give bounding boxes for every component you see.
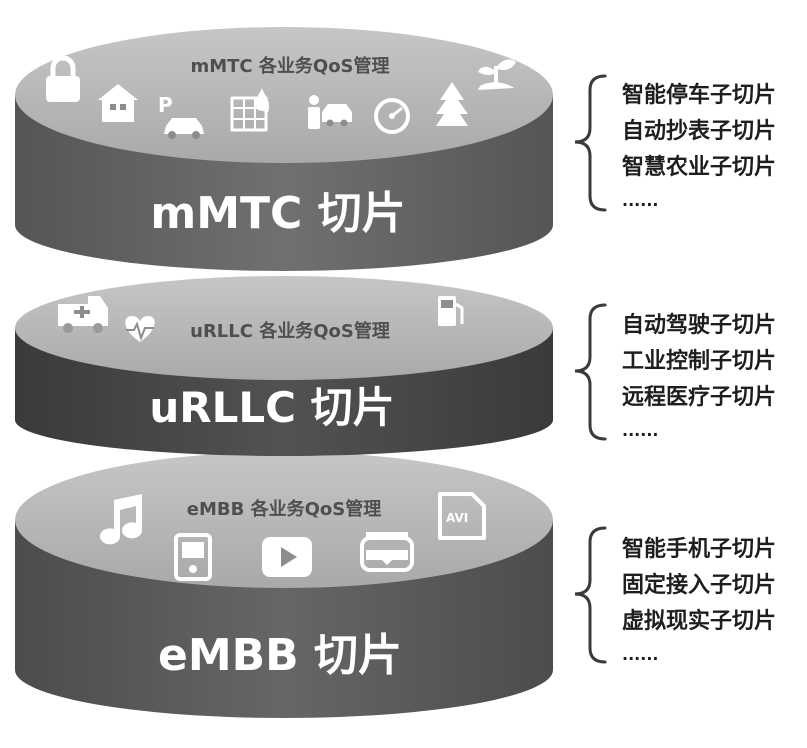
fuel-pump-icon [438, 296, 464, 326]
urllc-sub-slice-list: 自动驾驶子切片 工业控制子切片 远程医疗子切片 ...... [622, 312, 776, 440]
list-item: 虚拟现实子切片 [622, 608, 776, 634]
vr-headset-icon [360, 532, 414, 572]
mmtc-sub-slice-list: 智能停车子切片 自动抄表子切片 智慧农业子切片 ...... [622, 82, 776, 210]
embb-brace [574, 526, 607, 664]
music-note-icon [100, 494, 143, 545]
house-icon [98, 84, 138, 122]
list-item: 自动驾驶子切片 [622, 312, 776, 338]
building-fire-icon [230, 88, 270, 132]
lock-icon [46, 55, 80, 102]
urllc-layer: uRLLC 各业务QoS管理 uRLLC 切片 [15, 276, 553, 456]
svg-text:P: P [158, 93, 173, 117]
embb-sub-slice-list: 智能手机子切片 固定接入子切片 虚拟现实子切片 ...... [622, 536, 776, 664]
urllc-qos-label: uRLLC 各业务QoS管理 [190, 320, 390, 342]
list-item: 自动抄表子切片 [622, 118, 776, 144]
sprout-icon [478, 59, 516, 90]
list-item: 智能手机子切片 [622, 536, 776, 562]
list-item: ...... [622, 645, 658, 664]
embb-slice-name: eMBB 切片 [158, 630, 402, 681]
list-item: 远程医疗子切片 [622, 384, 776, 410]
pine-tree-icon [436, 82, 468, 126]
mmtc-brace [574, 74, 607, 212]
person-car-icon [308, 95, 352, 129]
media-player-icon [174, 533, 212, 581]
embb-layer: eMBB 各业务QoS管理 eMBB 切片 AVI [15, 452, 553, 718]
mmtc-layer: mMTC 各业务QoS管理 mMTC 切片 P [15, 27, 553, 271]
ambulance-icon [58, 296, 108, 333]
parking-car-icon: P [158, 93, 204, 139]
avi-file-icon: AVI [438, 492, 486, 540]
list-item: ...... [622, 421, 658, 440]
list-item: ...... [622, 191, 658, 210]
list-item: 固定接入子切片 [622, 572, 776, 598]
mmtc-cylinder-top [15, 27, 553, 163]
list-item: 智慧农业子切片 [622, 154, 776, 180]
list-item: 智能停车子切片 [622, 82, 776, 108]
meter-gauge-icon [374, 98, 410, 134]
mmtc-slice-name: mMTC 切片 [150, 188, 405, 239]
urllc-slice-name: uRLLC 切片 [149, 383, 394, 432]
urllc-cylinder-top [15, 276, 553, 380]
heart-pulse-icon [125, 316, 155, 342]
mmtc-qos-label: mMTC 各业务QoS管理 [190, 55, 389, 77]
play-button-icon [262, 537, 312, 577]
embb-qos-label: eMBB 各业务QoS管理 [187, 498, 381, 520]
urllc-brace [574, 303, 607, 441]
embb-cylinder-top [15, 452, 553, 588]
list-item: 工业控制子切片 [622, 348, 776, 374]
svg-text:AVI: AVI [446, 511, 468, 525]
